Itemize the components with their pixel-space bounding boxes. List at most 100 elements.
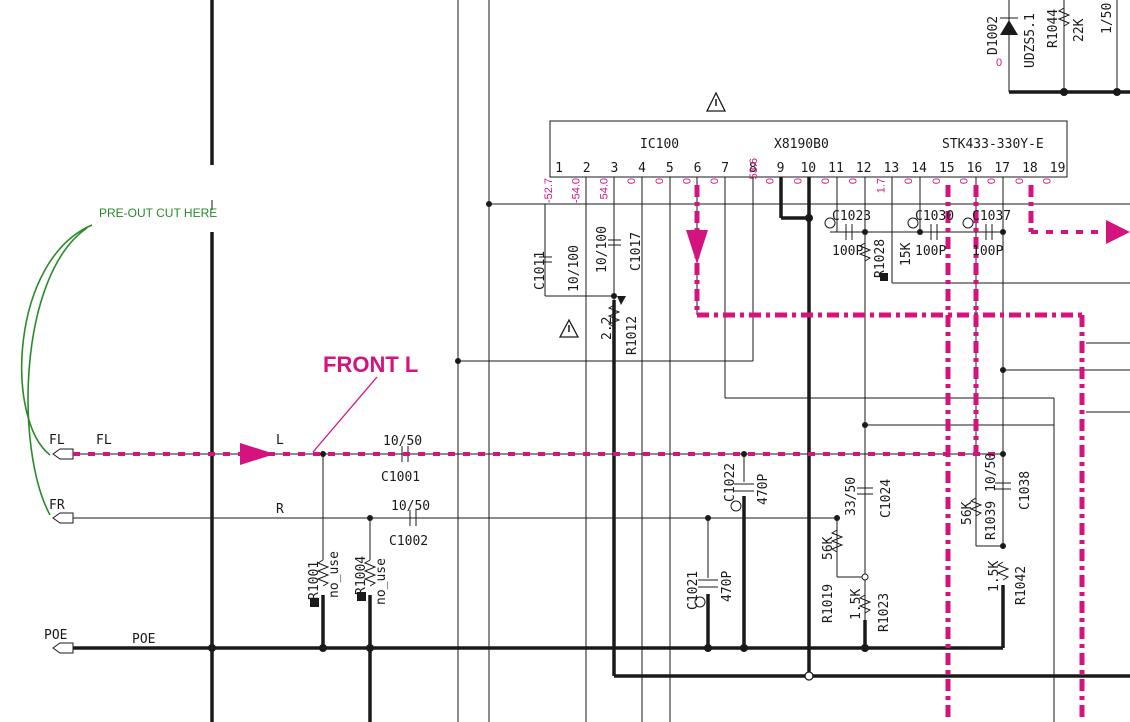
r1012-name: R1012: [625, 316, 640, 355]
pin-voltage-2: -54.0: [571, 178, 583, 203]
polarity-icon: [730, 500, 742, 512]
r1001-value: no_use: [327, 551, 342, 598]
polarity-icon: [694, 596, 706, 608]
c1023-name: C1023: [832, 209, 871, 224]
ic-pin-18: 18: [1022, 161, 1038, 176]
ic-pin-6: 6: [694, 161, 702, 176]
udzs-label: UDZS5.1: [1023, 13, 1038, 68]
node: [1000, 451, 1006, 457]
node: [834, 515, 840, 521]
pin-voltage-9: 0: [765, 178, 777, 184]
r1028-marker: [880, 273, 888, 281]
r-net-label: R: [276, 502, 284, 517]
r1039-value: 56K: [960, 501, 975, 525]
front-l-pointer: [312, 376, 378, 453]
signal-arrow-icon: [240, 443, 275, 465]
r1004-name: R1004: [354, 556, 369, 595]
ic-pin-15: 15: [939, 161, 955, 176]
r1012-value: 2.2: [600, 317, 615, 340]
resistor-icon: [996, 561, 1010, 581]
c1038-name: C1038: [1018, 471, 1033, 510]
r1028-name: R1028: [873, 239, 888, 278]
c1011-value: 10/100: [567, 245, 582, 292]
r1004-marker: [357, 592, 366, 601]
resistor-icon: [1057, 7, 1071, 27]
node: [862, 229, 868, 235]
node: [741, 451, 747, 457]
node: [805, 214, 813, 222]
resistor-icon: [607, 304, 621, 328]
node: [1000, 229, 1006, 235]
pre-out-note: PRE-OUT CUT HERE: [99, 206, 217, 220]
pin-voltage-10: 0: [792, 178, 804, 184]
ic-pin-13: 13: [884, 161, 900, 176]
ground-terminal: [804, 671, 814, 681]
pin-voltage-5: 0: [654, 178, 666, 184]
pin-voltage-8: 53.6: [748, 158, 760, 179]
ic-type: STK433-330Y-E: [942, 137, 1044, 152]
c1001-name: C1001: [381, 470, 420, 485]
pin-voltage-12: 0: [848, 178, 860, 184]
r1004-value: no_use: [374, 558, 389, 605]
pin-voltage-14: 0: [903, 178, 915, 184]
ic-pin-11: 11: [828, 161, 844, 176]
node-open: [861, 573, 869, 581]
node: [1000, 543, 1006, 549]
r1023-name: R1023: [877, 593, 892, 632]
cut-bracket: [27, 227, 88, 516]
r1001-name: R1001: [307, 561, 322, 600]
cut-bracket: [20, 224, 93, 456]
pin-voltage-7: 0: [709, 178, 721, 184]
c1011-name: C1011: [533, 251, 548, 290]
ic-pin-14: 14: [911, 161, 927, 176]
r1028-value: 15K: [899, 242, 914, 266]
warning-icon: [705, 91, 727, 112]
r1001-marker: [310, 598, 319, 607]
pin-voltage-18: 0: [1014, 178, 1026, 184]
c1030-name: C1030: [915, 209, 954, 224]
node: [1113, 88, 1121, 96]
ic-name: IC100: [640, 137, 679, 152]
d1002-voltage: 0: [996, 57, 1002, 69]
ic-pin-5: 5: [666, 161, 674, 176]
front-l-label: FRONT L: [323, 352, 418, 377]
c1030-value: 100P: [915, 244, 946, 259]
c1002-name: C1002: [389, 534, 428, 549]
c1037-value: 100P: [972, 244, 1003, 259]
resistor-icon: [858, 242, 872, 262]
signal-arrow-icon: [686, 230, 708, 264]
resistor-icon: [830, 529, 844, 553]
c1001-value: 10/50: [383, 434, 422, 449]
c1024-value: 33/50: [844, 477, 859, 516]
node: [320, 451, 326, 457]
pin-voltage-19: 0: [1042, 178, 1054, 184]
node: [917, 229, 923, 235]
resistor-icon: [858, 594, 872, 614]
node: [705, 515, 711, 521]
r1044-value: 22K: [1072, 18, 1087, 42]
pin-voltage-17: 0: [986, 178, 998, 184]
c1022-name: C1022: [723, 463, 738, 502]
polarity-icon: [907, 217, 919, 229]
node: [208, 644, 216, 652]
c1022-value: 470P: [756, 474, 771, 505]
fl-net-label: FL: [96, 433, 112, 448]
node: [486, 201, 492, 207]
c1038-value: 10/50: [984, 453, 999, 492]
c1023-value: 100P: [832, 244, 863, 259]
diode-icon: [1000, 20, 1018, 35]
pin-voltage-13: 1.7: [875, 178, 887, 193]
warning-icon: [558, 318, 580, 338]
pin-voltage-1: -52.7: [543, 178, 555, 203]
c1002-value: 10/50: [391, 499, 430, 514]
node: [1000, 367, 1006, 373]
ic-pin-7: 7: [721, 161, 729, 176]
node: [455, 358, 461, 364]
node: [862, 422, 868, 428]
fl-connector-label: FL: [49, 433, 65, 448]
ic-pin-16: 16: [967, 161, 983, 176]
ic-pin-4: 4: [638, 161, 646, 176]
